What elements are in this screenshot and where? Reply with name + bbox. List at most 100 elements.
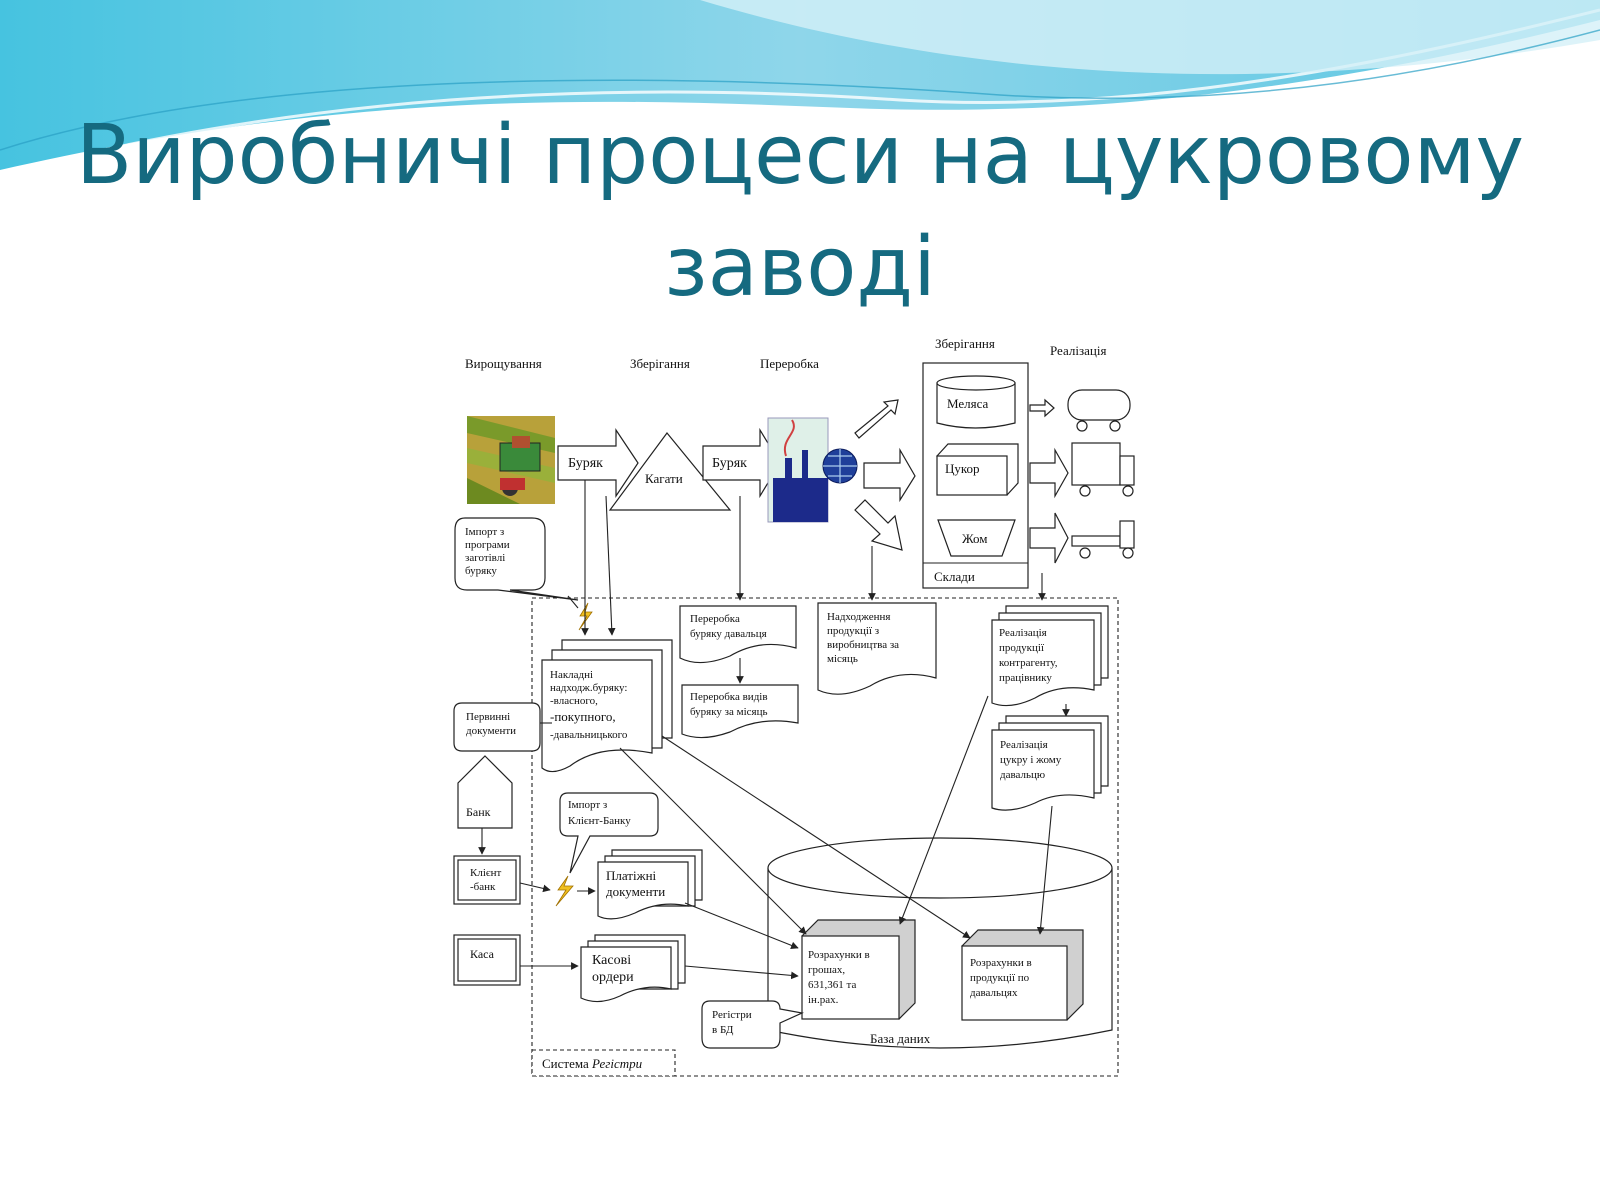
- arrow-to-truck-2: [1029, 512, 1069, 564]
- sugar-label: Цукор: [945, 461, 980, 476]
- slide-title: Виробничі процеси на цукровому заводі: [0, 100, 1600, 324]
- svg-text:програми: програми: [465, 539, 510, 551]
- pulp-hopper: [937, 519, 1016, 557]
- stage-storage: Зберігання: [630, 356, 690, 371]
- doc-processing-client: [679, 605, 797, 664]
- doc-processing-monthly-text: Переробка видів буряку за місяць: [690, 691, 768, 718]
- arrow-to-truck-1: [1029, 447, 1069, 499]
- svg-text:Реалізація: Реалізація: [1000, 739, 1048, 751]
- slide-title-line-2: заводі: [664, 220, 936, 315]
- cube-money-settlements-text: Розрахунки в грошах, 631,361 та ін.рах.: [808, 949, 870, 1006]
- svg-text:заготівлі: заготівлі: [465, 552, 505, 564]
- svg-text:Касові: Касові: [592, 953, 631, 968]
- doc-sales-contractor: [991, 605, 1109, 707]
- truck-icon-1: [1071, 442, 1135, 497]
- svg-text:контрагенту,: контрагенту,: [999, 657, 1058, 669]
- svg-text:ордери: ордери: [592, 970, 634, 985]
- svg-text:Переробка: Переробка: [690, 613, 740, 625]
- stage-growing: Вирощування: [465, 356, 542, 371]
- doc-payment-text: Платіжні документи: [606, 868, 665, 899]
- factory-image: [767, 417, 858, 523]
- tanker-icon: [1067, 389, 1131, 432]
- svg-text:Розрахунки в: Розрахунки в: [970, 957, 1032, 969]
- callout-registers-text: Регістри в БД: [712, 1009, 752, 1036]
- svg-text:Розрахунки в: Розрахунки в: [808, 949, 870, 961]
- callout-primary-docs: [453, 702, 541, 752]
- truck-icon-2: [1071, 520, 1135, 559]
- svg-text:давальцях: давальцях: [970, 987, 1018, 999]
- svg-text:Платіжні: Платіжні: [606, 868, 657, 883]
- svg-text:документи: документи: [606, 884, 665, 899]
- stage-sales: Реалізація: [1050, 343, 1106, 358]
- doc-processing-client-text: Переробка буряку давальця: [690, 613, 767, 640]
- svg-text:Переробка видів: Переробка видів: [690, 691, 768, 703]
- svg-text:Регістри: Регістри: [712, 1009, 752, 1021]
- svg-text:в БД: в БД: [712, 1024, 734, 1036]
- lightning-icon-2: [555, 875, 574, 907]
- doc-cash-orders: [580, 934, 686, 1003]
- svg-text:Первинні: Первинні: [466, 711, 510, 723]
- pulp-label: Жом: [962, 531, 987, 546]
- arrow-to-pulp: [854, 499, 903, 551]
- arrow-to-molasses: [854, 399, 899, 439]
- svg-text:Клієнт: Клієнт: [470, 867, 501, 879]
- stage-processing: Переробка: [760, 356, 819, 371]
- cube-product-settlements-text: Розрахунки в продукції по давальцях: [970, 957, 1032, 999]
- svg-text:виробництва за: виробництва за: [827, 639, 899, 651]
- piles-label: Кагати: [645, 471, 683, 486]
- doc-receipt: [817, 602, 937, 695]
- cube-product-settlements: [961, 929, 1084, 1021]
- callout-import-bank: [559, 792, 659, 874]
- system-label: Система Регістри: [542, 1056, 643, 1071]
- svg-text:продукції по: продукції по: [970, 972, 1030, 984]
- svg-text:-давальницького: -давальницького: [550, 729, 628, 741]
- callout-import-bank-text: Імпорт з Клієнт-Банку: [568, 799, 631, 827]
- molasses-tank: [936, 375, 1016, 429]
- svg-text:-власного,: -власного,: [550, 695, 598, 707]
- callout-primary-docs-text: Первинні документи: [466, 711, 516, 737]
- svg-text:цукру і жому: цукру і жому: [1000, 754, 1062, 766]
- production-process-diagram: Вирощування Зберігання Переробка Зберіга…: [453, 338, 1135, 1077]
- callout-import-harvest-text: Імпорт з програми заготівлі буряку: [465, 526, 510, 577]
- callout-import-harvest: [454, 517, 579, 601]
- stage-storage-2: Зберігання: [935, 338, 995, 351]
- bank-label: Банк: [466, 805, 491, 819]
- warehouse-label: Склади: [934, 569, 975, 584]
- arrow-to-tanker: [1029, 398, 1055, 418]
- svg-text:грошах,: грошах,: [808, 964, 845, 976]
- cube-money-settlements: [801, 919, 916, 1020]
- svg-text:Імпорт з: Імпорт з: [568, 799, 607, 811]
- database-label: База даних: [870, 1031, 931, 1046]
- system-label-box: [531, 1049, 676, 1077]
- doc-processing-monthly: [681, 684, 799, 739]
- cash-label: Каса: [470, 947, 495, 961]
- svg-text:-банк: -банк: [470, 881, 496, 893]
- doc-sales-client-text: Реалізація цукру і жому давальцю: [1000, 739, 1062, 781]
- slide-title-line-1: Виробничі процеси на цукровому: [76, 108, 1524, 203]
- svg-text:ін.рах.: ін.рах.: [808, 994, 839, 1006]
- svg-text:Клієнт-Банку: Клієнт-Банку: [568, 815, 631, 827]
- beet-label-2: Буряк: [712, 456, 747, 471]
- sugar-cube: [936, 443, 1019, 496]
- client-bank-text: Клієнт -банк: [470, 867, 501, 893]
- callout-registers: [701, 1000, 804, 1049]
- svg-text:давальцю: давальцю: [1000, 769, 1045, 781]
- svg-text:буряку давальця: буряку давальця: [690, 628, 767, 640]
- svg-text:продукції з: продукції з: [827, 625, 879, 637]
- svg-text:631,361 та: 631,361 та: [808, 979, 856, 991]
- svg-text:Імпорт з: Імпорт з: [465, 526, 504, 538]
- doc-receipt-text: Надходження продукції з виробництва за м…: [827, 611, 899, 665]
- piles-triangle: [608, 432, 732, 511]
- svg-text:надходж.буряку:: надходж.буряку:: [550, 682, 627, 694]
- doc-sales-client: [991, 715, 1109, 811]
- bank-house-icon: [457, 755, 513, 829]
- svg-text:Накладні: Накладні: [550, 669, 593, 681]
- beet-label-1: Буряк: [568, 456, 603, 471]
- svg-text:Надходження: Надходження: [827, 611, 890, 623]
- svg-text:буряку: буряку: [465, 565, 497, 577]
- molasses-label: Меляса: [947, 396, 989, 411]
- doc-cash-orders-text: Касові ордери: [592, 953, 634, 985]
- svg-text:Реалізація: Реалізація: [999, 627, 1047, 639]
- doc-sales-contractor-text: Реалізація продукції контрагенту, праців…: [999, 627, 1058, 684]
- doc-invoices: [541, 639, 673, 773]
